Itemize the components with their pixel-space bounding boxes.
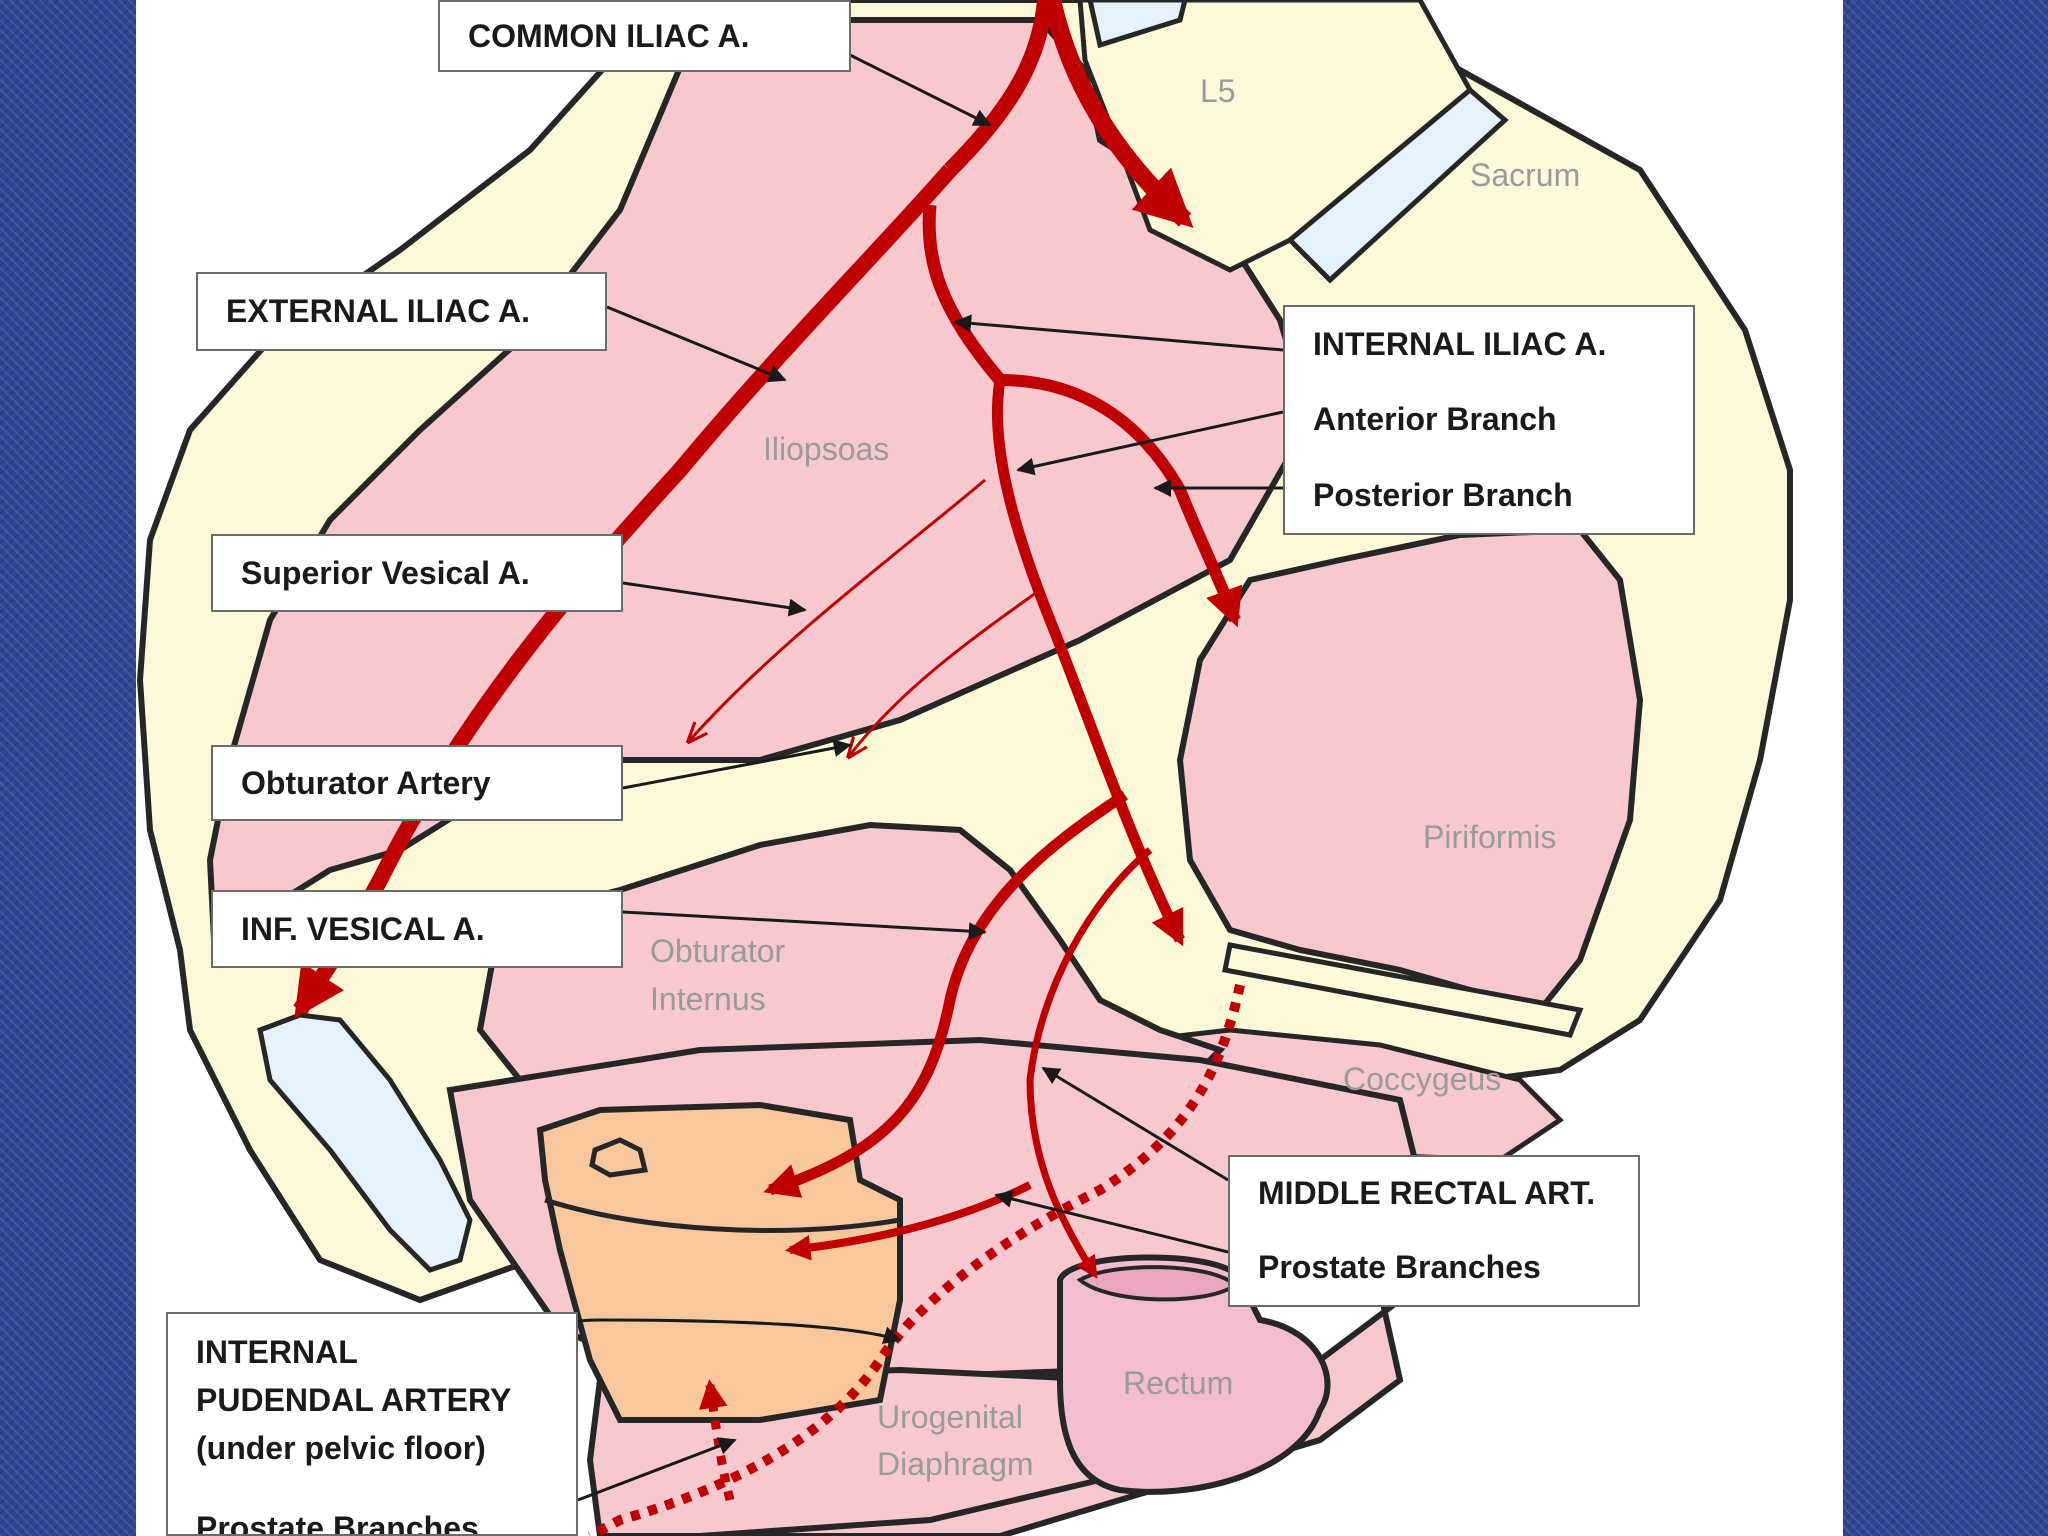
label-middle-rectal: MIDDLE RECTAL ART. xyxy=(1228,1155,1640,1232)
label-internal-pudendal: INTERNAL PUDENDAL ARTERY (under pelvic f… xyxy=(166,1312,578,1494)
posterior-branch-artery xyxy=(999,374,1243,628)
label-internal-iliac: INTERNAL ILIAC A. xyxy=(1283,305,1695,383)
label-obturator-artery: Obturator Artery xyxy=(211,745,623,821)
label-external-iliac-text: EXTERNAL ILIAC A. xyxy=(226,293,531,329)
region-sacrum: Sacrum xyxy=(1470,157,1580,193)
anterior-branch-artery xyxy=(991,379,1185,947)
l5-disc xyxy=(1286,86,1509,284)
sacrum-top-disc xyxy=(1087,0,1188,49)
region-l5: L5 xyxy=(1200,73,1236,109)
common-iliac-artery xyxy=(944,0,1053,176)
internal-iliac-artery xyxy=(922,204,1005,385)
leader-inf-vesical xyxy=(622,910,987,941)
label-prostate-branches-text: Prostate Branches xyxy=(1258,1249,1541,1285)
leader-external-iliac xyxy=(606,305,787,383)
rectum xyxy=(1057,1254,1331,1495)
label-inf-vesical: INF. VESICAL A. xyxy=(211,890,623,968)
label-prostate-branches: Prostate Branches xyxy=(1228,1230,1640,1307)
aorta-to-sacral-arrow xyxy=(1043,0,1194,228)
label-posterior-branch-text: Posterior Branch xyxy=(1313,476,1573,513)
label-common-iliac-text: COMMON ILIAC A. xyxy=(468,17,750,54)
pubic-symphysis xyxy=(257,1012,473,1273)
region-urogenital-1: Urogenital xyxy=(877,1399,1023,1435)
label-internal-pudendal-line3: (under pelvic floor) xyxy=(196,1430,486,1466)
label-internal-pudendal-line2: PUDENDAL ARTERY xyxy=(196,1382,512,1418)
leader-obturator-artery xyxy=(622,739,852,790)
label-anterior-branch: Anterior Branch xyxy=(1283,381,1695,459)
label-common-iliac: COMMON ILIAC A. xyxy=(438,0,851,72)
middle-rectal-artery xyxy=(1026,847,1153,1279)
internal-pudendal-artery xyxy=(587,983,1245,1536)
label-posterior-branch: Posterior Branch xyxy=(1283,457,1695,535)
region-obturator-internus-2: Internus xyxy=(650,981,766,1017)
label-anterior-branch-text: Anterior Branch xyxy=(1313,400,1557,437)
region-urogenital-2: Diaphragm xyxy=(877,1446,1034,1482)
label-prostate-branches-bottom: Prostate Branches xyxy=(166,1492,578,1536)
obturator-artery-vessel xyxy=(850,588,1041,755)
label-internal-iliac-text: INTERNAL ILIAC A. xyxy=(1313,325,1607,362)
region-piriformis: Piriformis xyxy=(1423,819,1556,855)
urethra-opening xyxy=(589,1137,649,1178)
region-obturator-internus-1: Obturator xyxy=(650,933,786,969)
region-coccygeus: Coccygeus xyxy=(1343,1061,1501,1097)
label-inf-vesical-text: INF. VESICAL A. xyxy=(241,910,485,947)
label-external-iliac: EXTERNAL ILIAC A. xyxy=(196,272,607,351)
leader-common-iliac xyxy=(849,53,992,127)
label-middle-rectal-text: MIDDLE RECTAL ART. xyxy=(1258,1175,1596,1211)
leader-prostate-branches-bottom xyxy=(577,1437,737,1502)
label-prostate-branches-bottom-text: Prostate Branches xyxy=(196,1510,479,1536)
leader-prostate-branches xyxy=(994,1190,1229,1254)
leader-superior-vesical xyxy=(622,581,807,617)
region-iliopsoas: Iliopsoas xyxy=(763,431,889,467)
inferior-vesical-artery xyxy=(763,790,1128,1198)
leader-anterior-branch xyxy=(1016,410,1284,476)
leader-internal-iliac xyxy=(953,314,1284,352)
leader-middle-rectal xyxy=(1041,1066,1229,1182)
label-superior-vesical: Superior Vesical A. xyxy=(211,534,623,612)
superior-vesical-artery xyxy=(690,478,986,740)
label-superior-vesical-text: Superior Vesical A. xyxy=(241,554,530,591)
label-internal-pudendal-line1: INTERNAL xyxy=(196,1334,358,1370)
coccygeus-ligament xyxy=(1222,942,1584,1038)
label-obturator-artery-text: Obturator Artery xyxy=(241,764,491,801)
prostate-rim xyxy=(544,1197,901,1233)
region-rectum: Rectum xyxy=(1123,1365,1233,1401)
piriformis-muscle xyxy=(1176,526,1644,1014)
